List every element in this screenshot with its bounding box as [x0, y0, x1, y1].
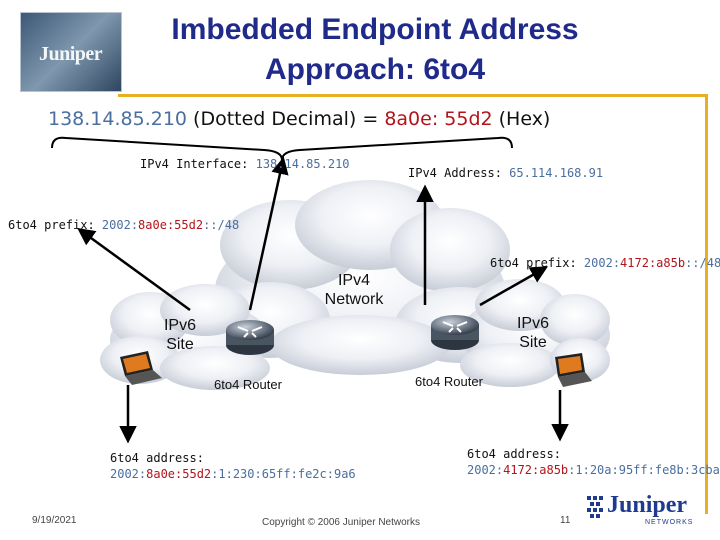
ipv6-site-right-cloud: [460, 279, 610, 387]
laptop-icon-left: [120, 351, 162, 385]
logo-bottom-word: Juniper: [607, 492, 688, 518]
ipv6-site-left-label: IPv6 Site: [150, 316, 210, 354]
address-right-post: :1:20a:95ff:fe8b:3cba: [568, 463, 720, 477]
address-right-block: 6to4 address: 2002:4172:a85b:1:20a:95ff:…: [467, 446, 720, 478]
prefix-left-hex: 8a0e:55d2: [138, 218, 204, 232]
logo-bottom-sub: NETWORKS: [645, 519, 694, 526]
address-left-block: 6to4 address: 2002:8a0e:55d2:1:230:65ff:…: [110, 450, 356, 482]
site-right-line-1: IPv6: [516, 315, 549, 332]
prefix-left-label: 6to4 prefix:: [8, 218, 102, 232]
prefix-left-post: ::/48: [203, 218, 240, 232]
ipv4-address-label: IPv4 Address:: [408, 166, 510, 180]
slide-title: Imbedded Endpoint Address Approach: 6to4: [120, 10, 630, 90]
juniper-logo-mark: [587, 496, 603, 518]
juniper-logo-bottom: Juniper NETWORKS: [585, 490, 710, 530]
title-line-2: Approach: 6to4: [264, 53, 486, 86]
address-left-hex: 8a0e:55d2: [146, 467, 212, 481]
ipv4-network-label: IPv4 Network: [314, 271, 394, 309]
prefix-right-pre: 2002:: [583, 256, 621, 270]
headline-conversion: 138.14.85.210 (Dotted Decimal) = 8a0e: 5…: [48, 108, 550, 130]
headline-hex-value: 8a0e: 55d2: [384, 108, 493, 130]
ipv6-site-right-label: IPv6 Site: [503, 314, 563, 352]
prefix-left-text: 6to4 prefix: 2002:8a0e:55d2::/48: [8, 218, 239, 232]
address-right-pre: 2002:: [467, 463, 504, 477]
address-left-value-line: 2002:8a0e:55d2:1:230:65ff:fe2c:9a6: [110, 466, 356, 482]
headline-dotted-label: (Dotted Decimal) =: [187, 108, 385, 130]
prefix-right-hex: 4172:a85b: [620, 256, 686, 270]
footer-page-number: 11: [560, 515, 571, 526]
router-icon-left: [226, 320, 274, 355]
footer-date: 9/19/2021: [32, 515, 77, 526]
laptop-icon-right: [555, 353, 592, 387]
ipv4-interface-value: 138.14.85.210: [255, 157, 350, 171]
arrow-interface-to-left-router: [248, 156, 289, 311]
title-line-1: Imbedded Endpoint Address: [171, 13, 579, 46]
site-left-line-1: IPv6: [163, 317, 196, 334]
address-left-label: 6to4 address:: [110, 451, 204, 465]
site-left-line-2: Site: [166, 336, 194, 353]
juniper-logo-top: Juniper: [20, 12, 122, 92]
prefix-right-label: 6to4 prefix:: [490, 256, 584, 270]
router-right-label: 6to4 Router: [415, 374, 483, 389]
address-right-value-line: 2002:4172:a85b:1:20a:95ff:fe8b:3cba: [467, 462, 720, 478]
title-rule-vertical: [705, 94, 708, 514]
router-left-label: 6to4 Router: [214, 377, 282, 392]
address-left-post: :1:230:65ff:fe2c:9a6: [211, 467, 356, 481]
address-right-label: 6to4 address:: [467, 447, 561, 461]
router-icon-right: [431, 315, 479, 350]
ipv4-address-value: 65.114.168.91: [509, 166, 604, 180]
prefix-left-pre: 2002:: [101, 218, 139, 232]
ipv4-interface-text: IPv4 Interface: 138.14.85.210: [140, 157, 350, 171]
site-right-line-2: Site: [519, 334, 547, 351]
prefix-right-post: ::/48: [685, 256, 720, 270]
network-line-2: Network: [324, 291, 384, 308]
headline-hex-label: (Hex): [492, 108, 551, 130]
address-right-hex: 4172:a85b: [503, 463, 569, 477]
logo-top-text: Juniper: [39, 43, 103, 65]
ipv4-interface-label: IPv4 Interface:: [140, 157, 256, 171]
headline-dotted-value: 138.14.85.210: [48, 108, 188, 130]
network-line-1: IPv4: [337, 272, 370, 289]
prefix-right-text: 6to4 prefix: 2002:4172:a85b::/48: [490, 256, 720, 270]
ipv4-address-text: IPv4 Address: 65.114.168.91: [408, 166, 603, 180]
address-left-pre: 2002:: [110, 467, 147, 481]
title-rule-horizontal: [118, 94, 708, 97]
arrow-prefix-left-to-laptop: [77, 227, 191, 312]
footer-copyright: Copyright © 2006 Juniper Networks: [262, 517, 420, 528]
arrow-prefix-right-to-laptop: [479, 266, 549, 307]
